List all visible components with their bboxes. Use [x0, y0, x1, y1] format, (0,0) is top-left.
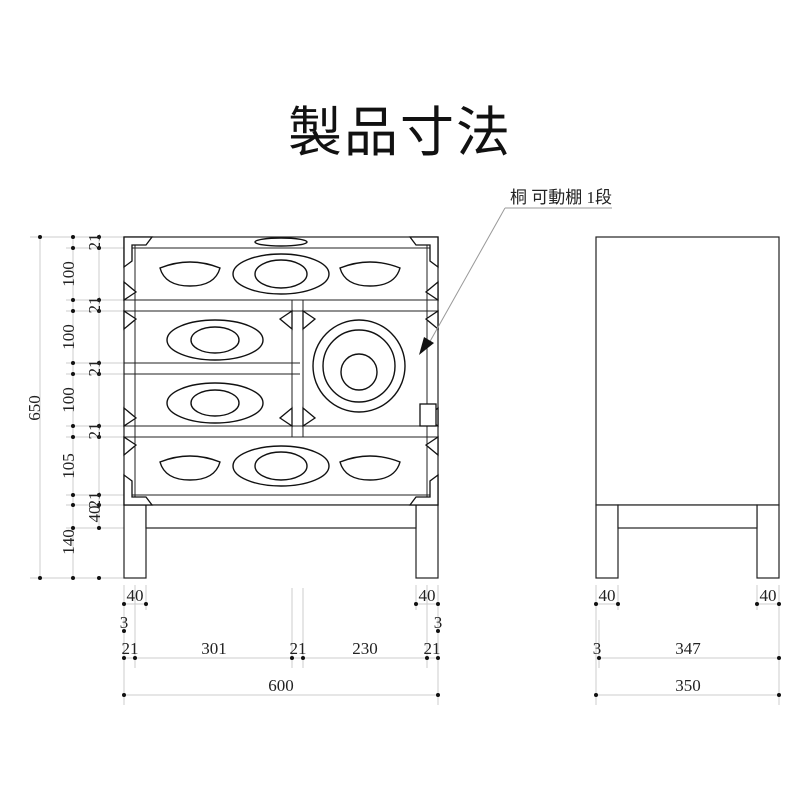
dim-row: 301	[201, 639, 227, 658]
dim-row-height: 21	[85, 423, 104, 440]
dim-row: 21	[424, 639, 441, 658]
dim-side-depth-total: 350	[675, 676, 701, 695]
dim-row-height: 105	[59, 453, 78, 479]
apron	[145, 504, 417, 529]
dim-leg-left: 40	[127, 586, 144, 605]
dim-gap-left: 3	[120, 613, 129, 632]
dim-row-height: 21	[85, 297, 104, 314]
front-view	[123, 236, 439, 579]
ornament-drawer-4	[159, 445, 401, 487]
callout-label: 桐 可動棚 1段	[510, 188, 612, 207]
dim-leg-right: 40	[419, 586, 436, 605]
ornament-drawer-2	[166, 319, 264, 361]
dim-side-leg-left: 40	[599, 586, 616, 605]
dim-side-gap: 3	[593, 639, 602, 658]
dim-row-height: 100	[59, 324, 78, 350]
leg-left	[123, 504, 147, 579]
leg-right	[415, 504, 439, 579]
dim-row: 21	[122, 639, 139, 658]
dim-row-height: 40	[85, 506, 104, 523]
dim-side-leg-right: 40	[760, 586, 777, 605]
left-dimension-lines	[30, 235, 124, 580]
page-title: 製品寸法	[288, 101, 512, 164]
dim-row-height: 21	[85, 234, 104, 251]
dim-row: 230	[352, 639, 378, 658]
dim-row-height: 100	[59, 387, 78, 413]
side-view	[595, 236, 780, 579]
ornament-drawer-1	[159, 237, 401, 295]
dim-row: 21	[290, 639, 307, 658]
shelf-callout	[419, 207, 612, 355]
dim-row-height: 100	[59, 261, 78, 287]
dim-total-height: 650	[25, 395, 44, 421]
dim-row-height: 140	[59, 529, 78, 555]
side-bottom-dimensions	[594, 585, 781, 705]
dim-total-width: 600	[268, 676, 294, 695]
dim-row-height: 21	[85, 360, 104, 377]
dim-row-height: 21	[85, 492, 104, 509]
arrow-icon	[419, 337, 434, 355]
dim-side-depth-inner: 347	[675, 639, 701, 658]
dim-gap-right: 3	[434, 613, 443, 632]
ornament-drawer-3	[166, 382, 264, 424]
door-medallion	[312, 319, 406, 413]
front-bottom-dimensions	[122, 585, 440, 705]
